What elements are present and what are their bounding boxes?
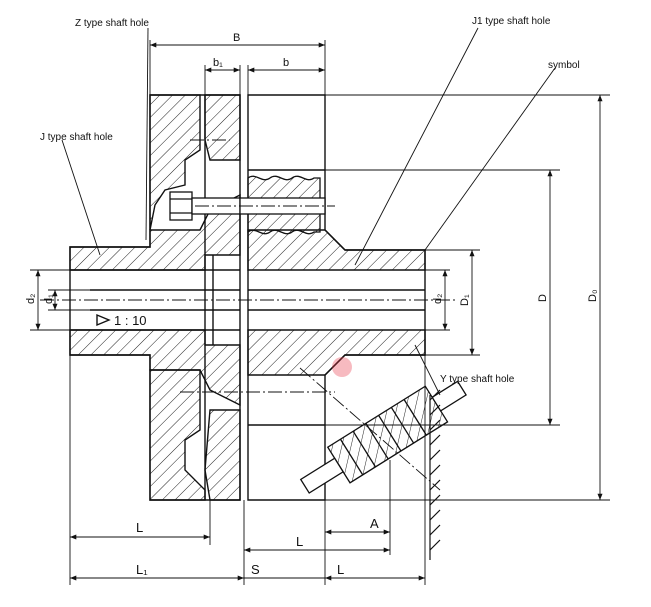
dim-b1: b₁ [213,57,223,69]
dim-d1-left: d₁ [43,294,55,304]
elastic-pin-upper [239,175,326,235]
dim-D: D [537,294,549,302]
dim-D0: D₀ [587,289,599,302]
dimension-lines [30,27,610,585]
left-hub [69,94,241,501]
bolt-upper [169,191,241,221]
dim-d2-right: d₂ [432,294,444,304]
dim-L1: L₁ [136,562,148,577]
label-z-type-shaft-hole: Z type shaft hole [75,18,149,29]
dim-A: A [370,516,379,531]
dim-L-right: L [337,562,344,577]
dim-L-left: L [136,520,143,535]
right-hub [247,94,426,501]
label-j1-type-shaft-hole: J1 type shaft hole [472,16,551,27]
dim-L-mid: L [296,534,303,549]
dim-B: B [233,32,240,44]
dim-S: S [251,562,260,577]
label-j-type-shaft-hole: J type shaft hole [40,132,113,143]
dim-b: b [283,57,289,69]
elastic-pin-lower [299,380,467,494]
center-lines [40,139,455,491]
dim-d2-left: d₂ [25,294,37,304]
taper-ratio: 1 : 10 [114,313,147,328]
watermark-icon [332,357,352,377]
label-symbol: symbol [548,60,580,71]
label-y-type-shaft-hole: Y type shaft hole [440,374,515,385]
taper-symbol [96,313,111,327]
dim-D1: D₁ [459,294,471,306]
